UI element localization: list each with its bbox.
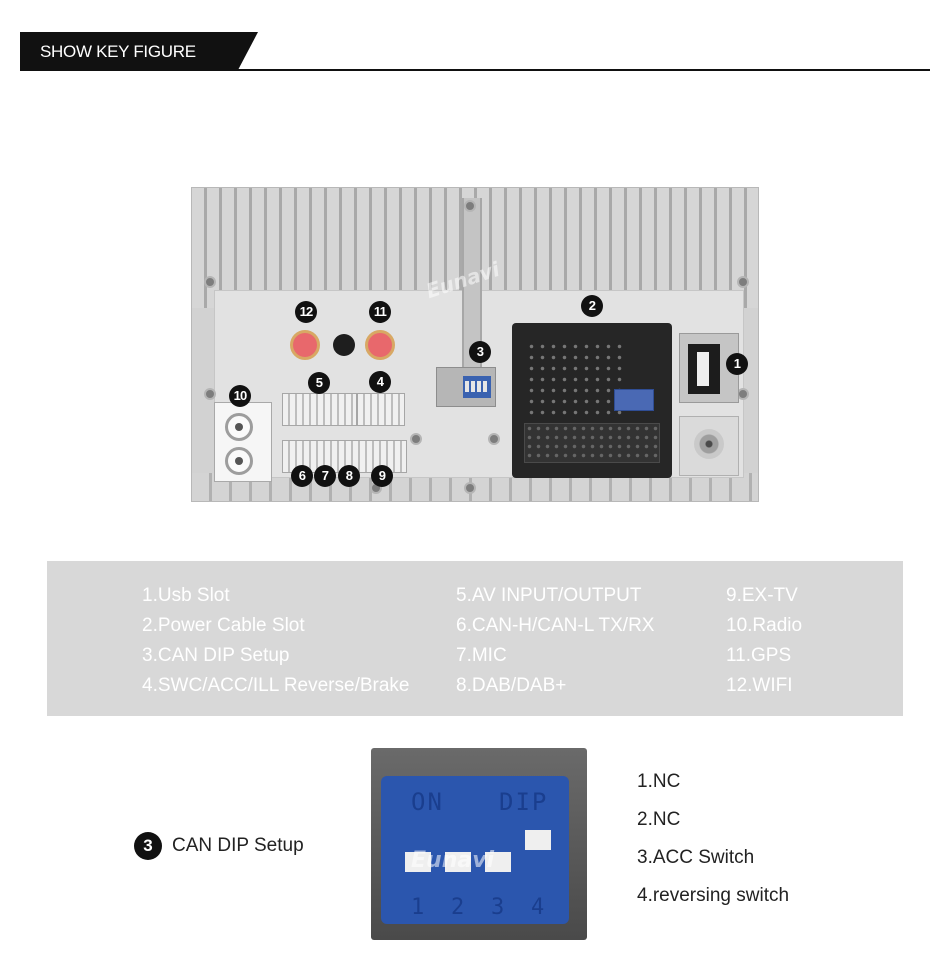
screw (737, 276, 749, 288)
legend-column-1: 1.Usb Slot 2.Power Cable Slot 3.CAN DIP … (142, 581, 410, 701)
mounting-rod (462, 198, 482, 388)
dip-setup-label: CAN DIP Setup (172, 835, 304, 856)
dip-function-item: 3.ACC Switch (637, 847, 755, 868)
dip-function-item: 2.NC (637, 809, 681, 830)
legend-item: 4.SWC/ACC/ILL Reverse/Brake (142, 675, 410, 696)
callout-badge-7: 7 (314, 465, 336, 487)
screw (410, 433, 422, 445)
callout-badge-10: 10 (229, 385, 251, 407)
callout-badge-11: 11 (369, 301, 391, 323)
page-title: SHOW KEY FIGURE (40, 42, 196, 61)
callout-badge-6: 6 (291, 465, 313, 487)
dip-switch-body: ON DIP 1 2 3 4 Eunavi (381, 776, 569, 924)
legend-item: 10.Radio (726, 615, 803, 636)
legend-column-3: 9.EX-TV 10.Radio 11.GPS 12.WIFI (726, 581, 802, 701)
legend-item: 7.MIC (456, 645, 507, 666)
dip-photo-watermark: Eunavi (411, 848, 495, 873)
radio-antenna-jack (679, 416, 739, 476)
dip-function-list: 1.NC 2.NC 3.ACC Switch 4.reversing switc… (637, 768, 789, 920)
screw (464, 482, 476, 494)
dip-function-item: 1.NC (637, 771, 681, 792)
dip-number: 3 (491, 895, 505, 920)
callout-badge-12: 12 (295, 301, 317, 323)
callout-badge-4: 4 (369, 371, 391, 393)
callout-badge-1: 1 (726, 353, 748, 375)
head-unit-back-panel: Eunavi 1 2 3 4 5 6 7 8 9 10 11 12 (191, 187, 759, 502)
power-cable-slot (512, 323, 672, 478)
dip-on-label: ON (411, 788, 444, 816)
dip-switch-1 (405, 828, 431, 874)
callout-badge-3: 3 (469, 341, 491, 363)
legend-column-2: 5.AV INPUT/OUTPUT 6.CAN-H/CAN-L TX/RX 7.… (456, 581, 654, 701)
legend-item: 11.GPS (726, 645, 792, 666)
dip-number: 2 (451, 895, 465, 920)
header-tab (20, 32, 258, 70)
gps-antenna-jack (365, 330, 395, 360)
legend-item: 6.CAN-H/CAN-L TX/RX (456, 615, 655, 636)
callout-badge-2: 2 (581, 295, 603, 317)
can-dip-switch (436, 367, 496, 407)
dip-number: 4 (531, 895, 545, 920)
legend-item: 2.Power Cable Slot (142, 615, 305, 636)
dip-switch-3 (485, 828, 511, 874)
usb-port (688, 344, 720, 394)
dip-setup-badge: 3 (134, 832, 162, 860)
dip-switch-4 (525, 828, 551, 874)
dip-function-item: 4.reversing switch (637, 885, 790, 906)
av-jack (225, 413, 253, 441)
legend-item: 3.CAN DIP Setup (142, 645, 290, 666)
legend-item: 9.EX-TV (726, 585, 798, 606)
connector-legend: 1.Usb Slot 2.Power Cable Slot 3.CAN DIP … (47, 561, 903, 716)
screw (204, 276, 216, 288)
screw (464, 200, 476, 212)
legend-item: 5.AV INPUT/OUTPUT (456, 585, 642, 606)
dip-number: 1 (411, 895, 425, 920)
wifi-antenna-jack (290, 330, 320, 360)
header-divider (20, 69, 930, 71)
callout-badge-5: 5 (308, 372, 330, 394)
callout-badge-8: 8 (338, 465, 360, 487)
legend-item: 8.DAB/DAB+ (456, 675, 567, 696)
screw (488, 433, 500, 445)
radio-av-box (214, 402, 272, 482)
av-connector (282, 393, 357, 426)
legend-item: 1.Usb Slot (142, 585, 230, 606)
swc-connector (357, 393, 405, 426)
dip-switch-block (463, 376, 491, 398)
dip-dip-label: DIP (499, 788, 549, 816)
screw (204, 388, 216, 400)
legend-item: 12.WIFI (726, 675, 793, 696)
callout-badge-9: 9 (371, 465, 393, 487)
av-jack (225, 447, 253, 475)
dip-switch-photo: ON DIP 1 2 3 4 Eunavi (371, 748, 587, 940)
dip-switch-2 (445, 828, 471, 874)
power-fuse-block (614, 389, 654, 411)
mic-hole (333, 334, 355, 356)
